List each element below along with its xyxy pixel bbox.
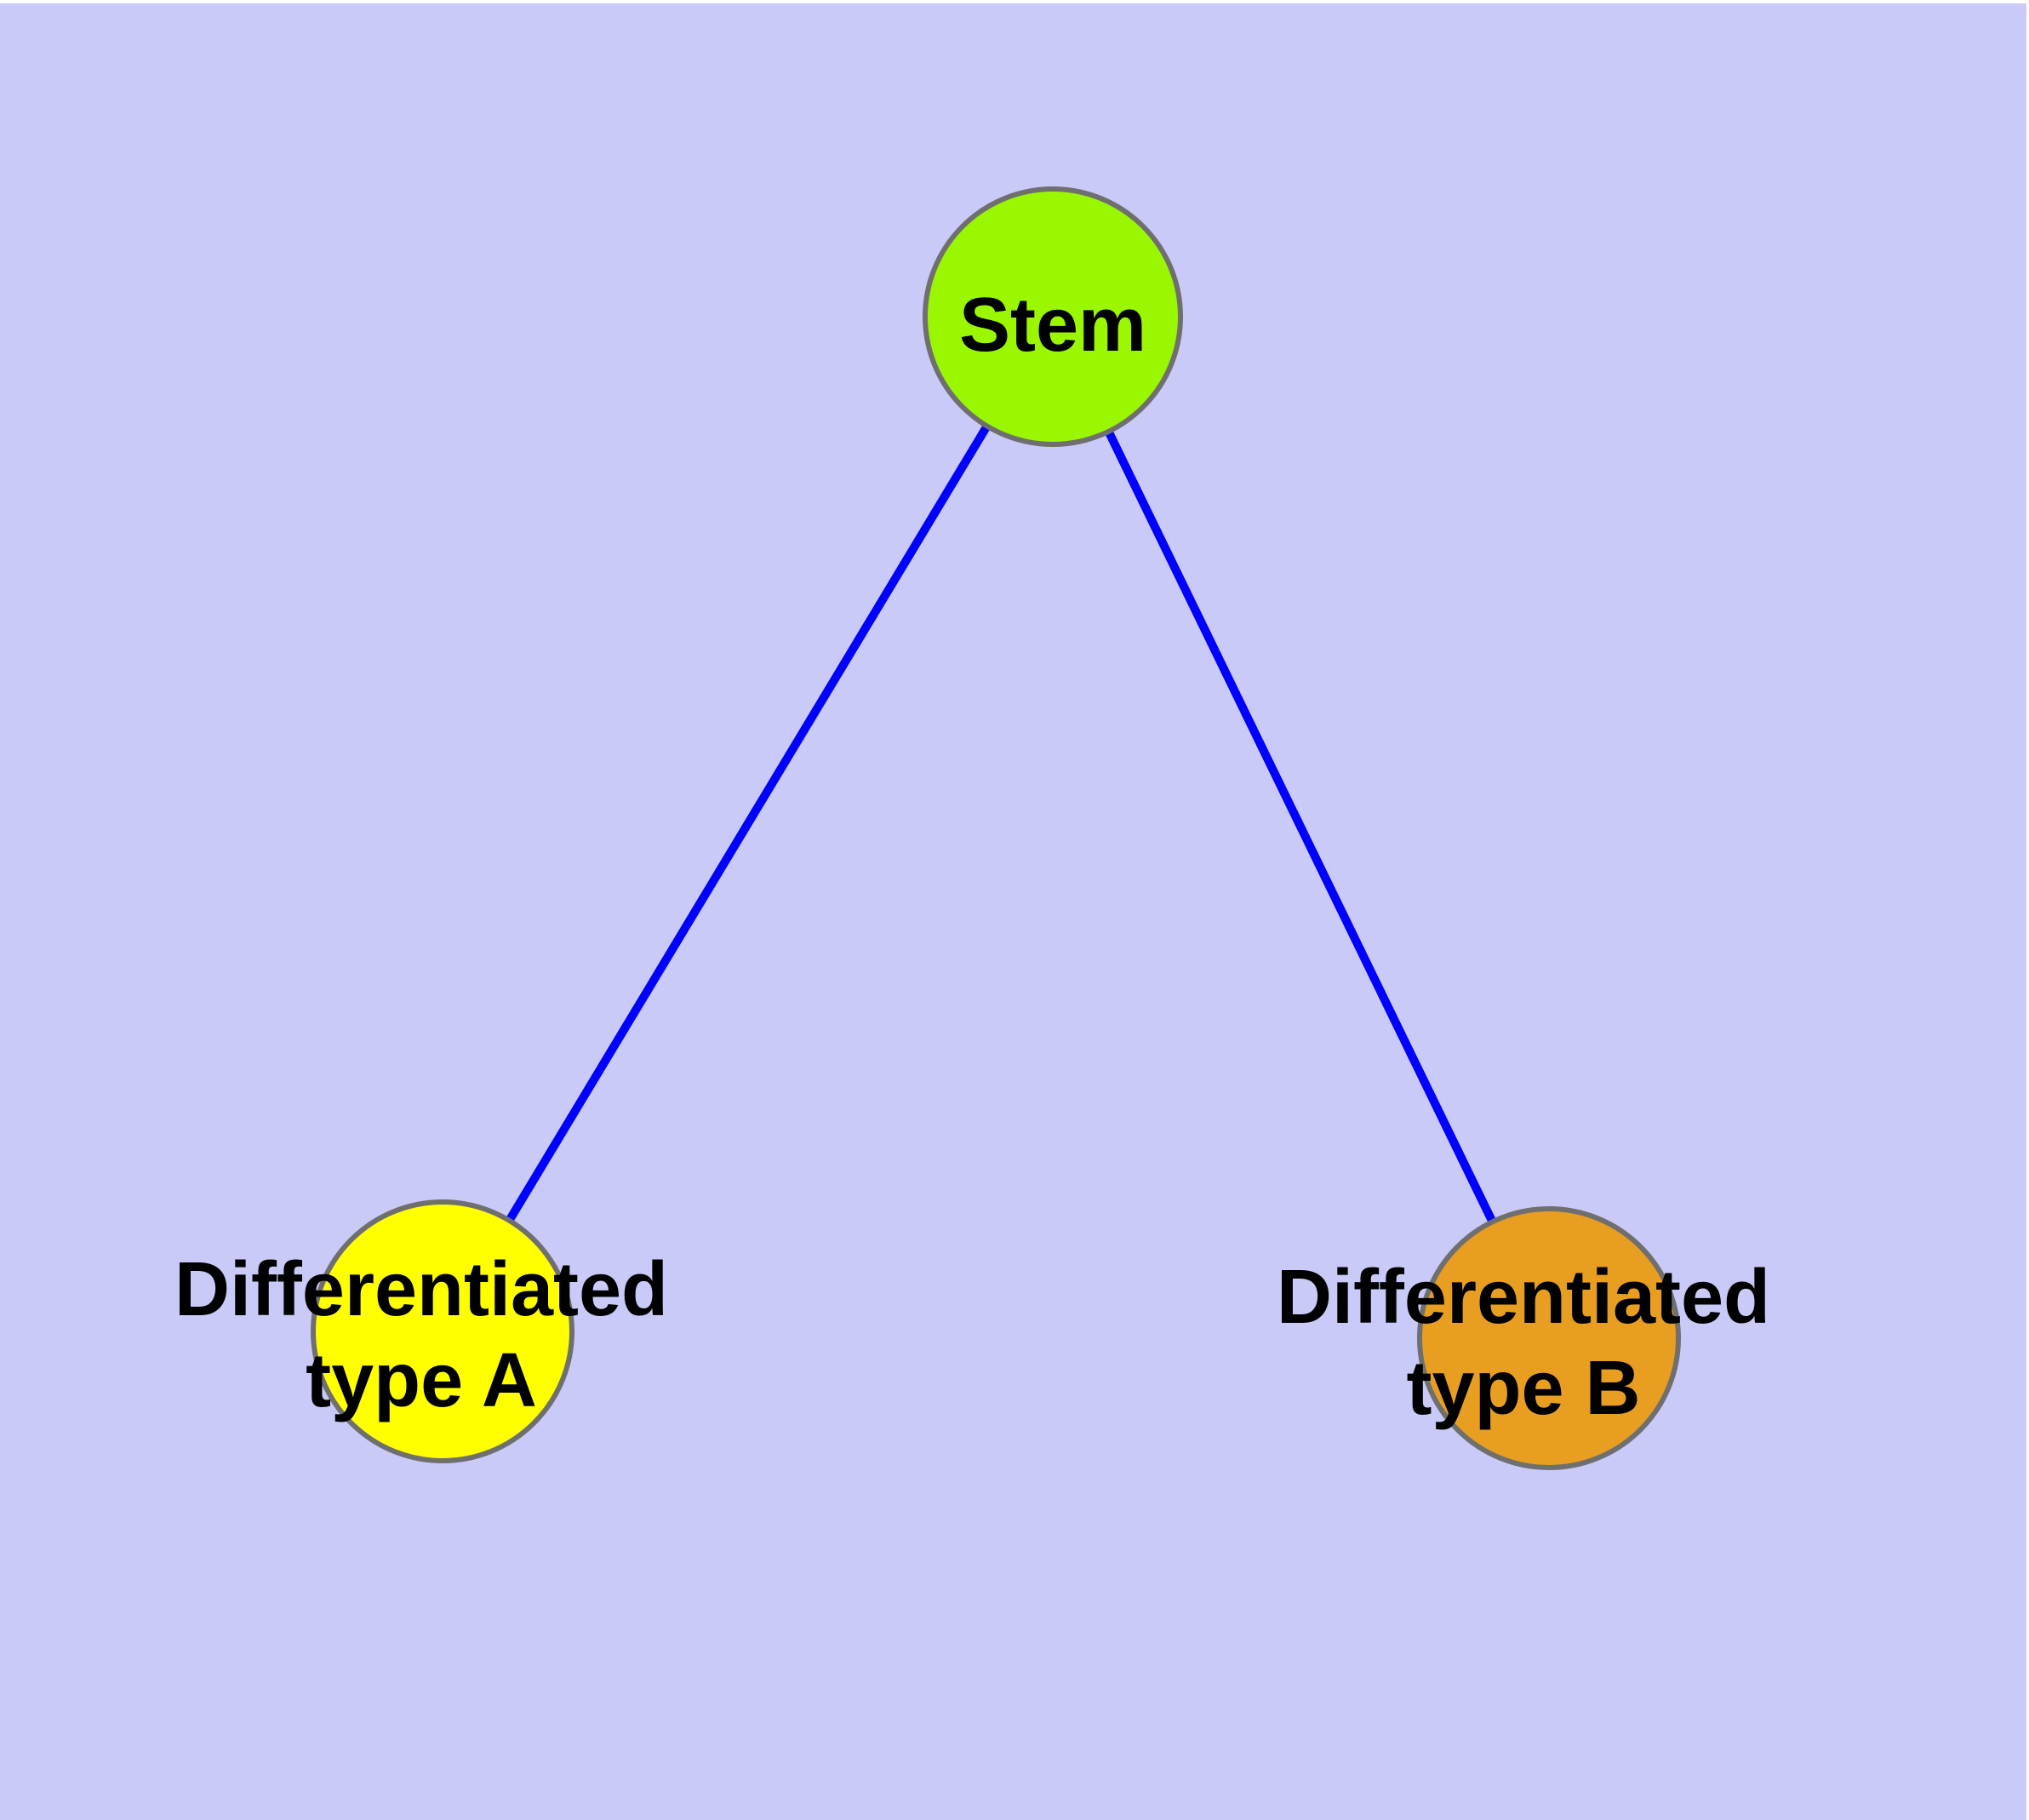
node-label-diff-b-line1: Differentiated	[1277, 1255, 1770, 1340]
node-label-diff-a-line1: Differentiated	[174, 1247, 668, 1332]
edge-stem-diff-a	[438, 314, 1057, 1334]
node-circle-diff-b	[1417, 1206, 1681, 1470]
node-circle-diff-a	[311, 1199, 574, 1463]
edge-stem-diff-b	[1049, 314, 1553, 1341]
node-label-diff-a-line2: type A	[306, 1338, 537, 1423]
node-label-diff-b-line2: type B	[1406, 1346, 1640, 1431]
node-label-stem-line1: Stem	[959, 283, 1146, 368]
node-circle-stem	[923, 186, 1183, 447]
